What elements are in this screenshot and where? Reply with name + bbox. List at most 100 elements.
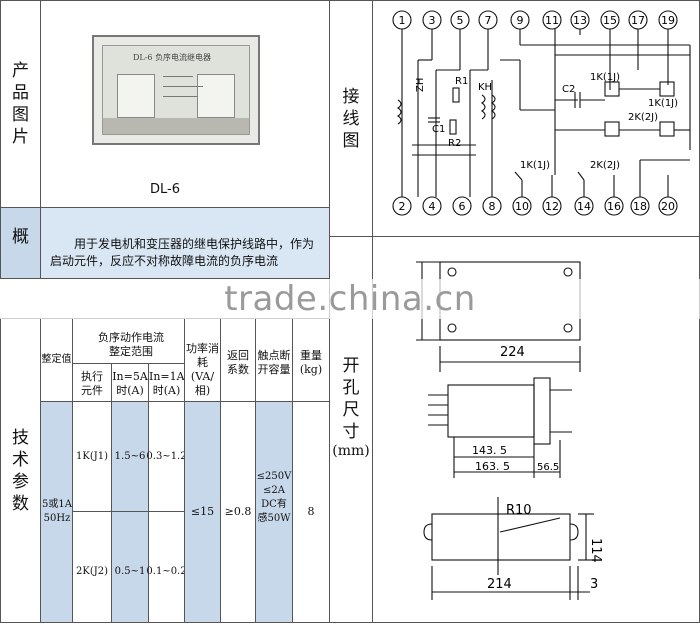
top-terminal-label: 7: [485, 14, 492, 27]
tech-params-label: 技 术 参 数: [12, 427, 29, 514]
dim-143: 143. 5: [472, 444, 507, 457]
top-terminal-label: 5: [457, 14, 464, 27]
bottom-terminal-4: [422, 196, 442, 216]
watermark: trade.china.cn: [0, 279, 700, 319]
top-terminal-7: [478, 10, 498, 30]
bottom-terminal-label: 18: [633, 200, 647, 213]
top-terminal-3: [422, 10, 442, 30]
product-photo-label: 产 品 图 片: [12, 61, 29, 147]
top-terminal-9: [510, 10, 530, 30]
top-terminal-13: [570, 10, 590, 30]
comp-zh: ZH: [415, 78, 426, 92]
bottom-terminal-8: [482, 196, 502, 216]
td-in5-2-text: 0.5~1: [114, 566, 146, 577]
bottom-terminal-label: 12: [545, 200, 559, 213]
td-setting-text: 5或1A 50Hz: [42, 499, 72, 524]
td-in1-1-text: 0.3~1.2: [146, 451, 187, 462]
frame-overview: [40, 207, 330, 279]
overview-tail: 电流: [254, 254, 279, 268]
cutout-label: 开 孔 尺 寸: [342, 356, 360, 442]
top-terminal-label: 11: [545, 14, 559, 27]
bottom-terminal-label: 20: [661, 200, 675, 213]
th-return-text: 返回系数: [227, 349, 249, 376]
td-in5-1: [111, 401, 149, 512]
bottom-terminal-label: 2: [399, 200, 406, 213]
top-terminal-15: [600, 10, 620, 30]
bottom-terminal-label: 10: [515, 200, 529, 213]
dim-3: 3: [590, 577, 598, 592]
wiring-terminals-bottom: 2 4 6 8 10 12 14 16 18 20: [392, 196, 678, 216]
comp-kh: KH: [478, 82, 492, 93]
td-return-text: ≥0.8: [224, 505, 252, 518]
relay-1k-right: 1K(1J): [648, 98, 678, 109]
relay-photo: DL-6 负序电流继电器: [92, 35, 260, 145]
th-range-text: 负序动作电流整定范围: [98, 331, 164, 358]
comp-c1: C1: [432, 124, 445, 135]
td-element-2-text: 2K(J2): [75, 566, 108, 577]
bottom-terminal-2: [392, 196, 412, 216]
top-terminal-label: 9: [517, 14, 524, 27]
overview-text: 用于发电机和变压器的继电保护线路中，作为启动元件，反应不对称故障电流的负序电流: [50, 237, 315, 268]
top-terminal-19: [658, 10, 678, 30]
bottom-terminal-label: 16: [607, 200, 621, 213]
bottom-terminal-12: [542, 196, 562, 216]
bottom-terminal-label: 14: [577, 200, 591, 213]
wiring-label: 接 线 图: [342, 86, 360, 151]
th-element-text: 执行元件: [81, 370, 103, 397]
comp-r1: R1: [455, 76, 468, 87]
comp-r2: R2: [448, 138, 461, 149]
bottom-terminal-6: [452, 196, 472, 216]
top-terminal-label: 15: [603, 14, 617, 27]
bottom-terminal-18: [630, 196, 650, 216]
overview-label: 概: [12, 227, 29, 247]
dim-163: 163. 5: [475, 460, 510, 473]
top-terminal-label: 3: [429, 14, 436, 27]
td-power: [184, 401, 221, 623]
dim-214: 214: [487, 577, 512, 592]
relay-panel-text: DL-6 负序电流继电器: [133, 53, 212, 62]
th-power-text: 功率消耗(VA/相): [186, 342, 219, 397]
td-weight-text: 8: [307, 505, 315, 518]
cutout-unit: (mm): [332, 443, 370, 459]
bottom-terminal-20: [658, 196, 678, 216]
cutout-label-group: 开 孔 尺 寸 (mm): [329, 355, 373, 459]
top-terminal-label: 19: [661, 14, 675, 27]
relay-2k-contact: 2K(2J): [590, 160, 620, 171]
bottom-terminal-16: [604, 196, 624, 216]
th-weight-text: 重量(kg): [299, 349, 323, 376]
top-terminal-label: 13: [573, 14, 587, 27]
top-terminal-label: 1: [399, 14, 406, 27]
relay-1k-top: 1K(1J): [590, 72, 620, 83]
th-setting-text: 整定值: [41, 354, 72, 365]
td-in5-1-text: 1.5~6: [114, 451, 146, 462]
bottom-terminal-10: [512, 196, 532, 216]
td-in1-2-text: 0.1~0.2: [146, 566, 187, 577]
top-terminal-17: [628, 10, 648, 30]
bottom-terminal-label: 4: [429, 200, 436, 213]
dim-224: 224: [500, 345, 525, 360]
th-in1-text: In=1A时(A): [149, 370, 185, 397]
td-power-text: ≤15: [190, 505, 215, 518]
bottom-terminal-label: 6: [459, 200, 466, 213]
td-element-1-text: 1K(J1): [75, 451, 108, 462]
dial-left: [117, 74, 155, 118]
dim-114: 114: [588, 538, 603, 563]
bottom-terminal-14: [574, 196, 594, 216]
relay-1k-contact: 1K(1J): [520, 160, 550, 171]
wiring-lines: [397, 29, 691, 197]
comp-c2: C2: [562, 84, 575, 95]
relay-2k-mid: 2K(2J): [628, 112, 658, 123]
top-terminal-1: [392, 10, 412, 30]
top-terminal-11: [542, 10, 562, 30]
product-model-caption: DL-6: [150, 182, 180, 197]
td-contact-text: ≤250V ≤2A DC有 感50W: [256, 471, 292, 524]
bottom-terminal-label: 8: [489, 200, 496, 213]
dim-56: 56.5: [537, 462, 559, 473]
th-contact-text: 触点断开容量: [257, 349, 291, 376]
th-in5-text: In=5A时(A): [112, 370, 148, 397]
dim-r10: R10: [506, 503, 532, 518]
